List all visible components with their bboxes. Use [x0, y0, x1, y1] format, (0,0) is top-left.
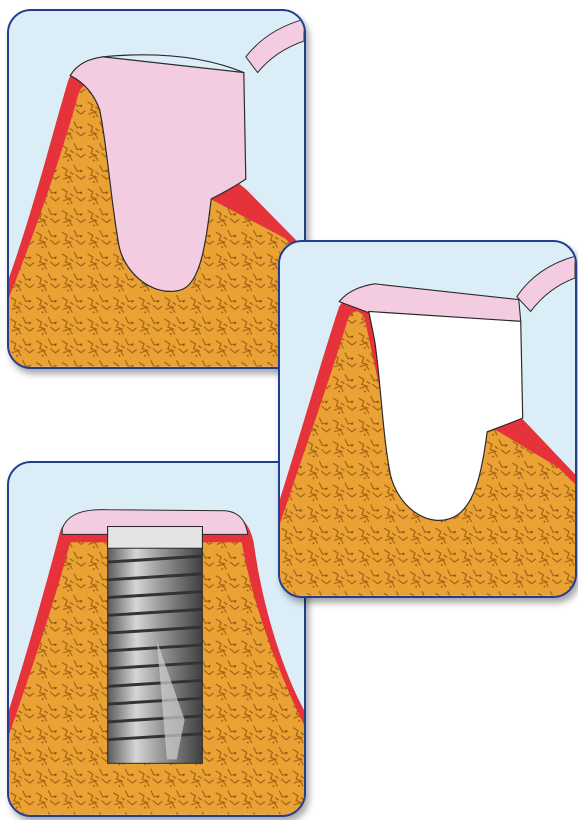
- dental-implant: [108, 527, 203, 764]
- extraction-socket-illustration: [9, 11, 304, 367]
- socket-graft-illustration: [280, 242, 575, 596]
- panel-implant: [7, 461, 306, 817]
- panel-extraction-socket: [7, 9, 306, 369]
- panel-socket-graft: [278, 240, 577, 598]
- implant-illustration: [9, 463, 304, 815]
